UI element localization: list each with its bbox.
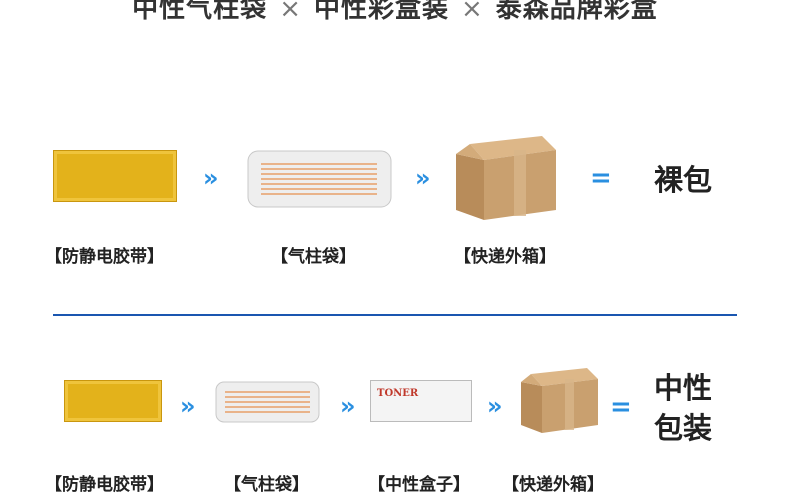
neutral-box-image: TONER	[370, 380, 472, 422]
label-air-column-bag: 【气柱袋】	[224, 475, 309, 495]
result-neutral-pack: 中性 包装	[654, 368, 712, 448]
arrow-icon: »	[487, 392, 502, 420]
air-column-bag-icon	[215, 381, 320, 423]
carton-icon	[521, 368, 598, 433]
equals-icon: =	[590, 163, 612, 193]
label-shipping-carton: 【快递外箱】	[454, 247, 556, 267]
arrow-icon: »	[340, 392, 355, 420]
equals-icon: =	[610, 392, 632, 422]
arrow-icon: »	[415, 164, 430, 192]
result-line-2: 包装	[654, 411, 713, 445]
label-neutral-box: 【中性盒子】	[368, 475, 470, 495]
result-line-1: 中性	[654, 371, 713, 405]
header-part2: 中性彩盒装	[313, 0, 449, 24]
air-column-bag-image	[247, 150, 392, 208]
result-bare-pack: 裸包	[654, 163, 713, 197]
carton-icon	[456, 136, 556, 220]
header-separator: ×	[461, 0, 484, 24]
air-column-bag-image	[215, 381, 320, 423]
anti-static-tape-image	[53, 150, 177, 202]
header-part3: 泰森品牌彩盒	[495, 0, 658, 24]
label-shipping-carton: 【快递外箱】	[502, 475, 604, 495]
anti-static-tape-image	[64, 380, 162, 422]
arrow-icon: »	[180, 392, 195, 420]
page-header: 中性气柱袋 × 中性彩盒装 × 泰森品牌彩盒	[0, 0, 790, 25]
shipping-carton-image	[456, 132, 558, 222]
label-anti-static-tape: 【防静电胶带】	[45, 247, 164, 267]
toner-box-text: TONER	[377, 388, 419, 399]
label-anti-static-tape: 【防静电胶带】	[45, 475, 164, 495]
label-air-column-bag: 【气柱袋】	[271, 247, 356, 267]
arrow-icon: »	[203, 164, 218, 192]
air-column-bag-icon	[247, 150, 392, 208]
header-part1: 中性气柱袋	[132, 0, 268, 24]
shipping-carton-image	[521, 365, 599, 435]
header-separator: ×	[279, 0, 302, 24]
section-divider	[53, 314, 737, 316]
